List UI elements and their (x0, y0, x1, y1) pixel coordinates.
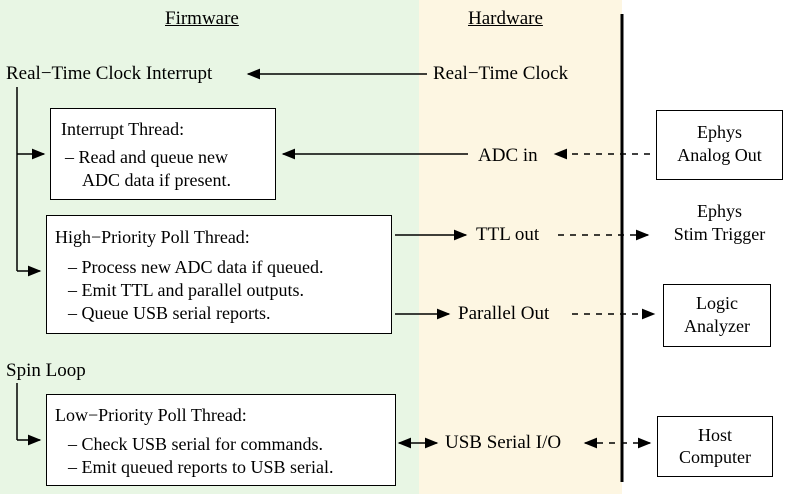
interrupt-thread-line: ADC data if present. (82, 170, 231, 190)
interrupt-thread-title: Interrupt Thread: (61, 119, 185, 139)
ephys-stim-label: Ephys Stim Trigger (656, 196, 783, 258)
low-priority-thread-line: – Emit queued reports to USB serial. (68, 457, 334, 477)
low-priority-thread-box: Low−Priority Poll Thread: – Check USB se… (46, 394, 396, 486)
interrupt-thread-box: Interrupt Thread: – Read and queue new A… (50, 108, 276, 200)
high-priority-thread-line: – Emit TTL and parallel outputs. (68, 280, 304, 300)
usb-serial-label: USB Serial I/O (445, 432, 562, 453)
adc-in-label: ADC in (478, 145, 538, 166)
spin-loop-label: Spin Loop (6, 360, 86, 381)
host-computer-line: Computer (679, 447, 751, 467)
rtc-label: Real−Time Clock (433, 63, 569, 84)
ttl-out-label: TTL out (476, 224, 540, 245)
ephys-stim-line: Ephys (697, 201, 742, 221)
logic-analyzer-box: Logic Analyzer (663, 284, 771, 347)
ephys-analog-line: Analog Out (677, 145, 762, 165)
ephys-stim-line: Stim Trigger (673, 224, 766, 244)
hardware-region (419, 0, 622, 494)
firmware-header: Firmware (165, 8, 239, 29)
interrupt-thread-line: – Read and queue new (65, 147, 228, 167)
high-priority-thread-title: High−Priority Poll Thread: (55, 227, 250, 247)
high-priority-thread-line: – Queue USB serial reports. (68, 303, 271, 323)
high-priority-thread-line: – Process new ADC data if queued. (68, 257, 324, 277)
low-priority-thread-line: – Check USB serial for commands. (68, 434, 323, 454)
logic-analyzer-line: Analyzer (684, 316, 750, 336)
host-computer-box: Host Computer (657, 416, 773, 477)
low-priority-thread-title: Low−Priority Poll Thread: (55, 405, 247, 425)
ephys-analog-line: Ephys (697, 122, 742, 142)
host-computer-line: Host (697, 425, 732, 445)
high-priority-thread-box: High−Priority Poll Thread: – Process new… (46, 215, 392, 334)
rtc-interrupt-label: Real−Time Clock Interrupt (6, 63, 213, 84)
hardware-header: Hardware (468, 8, 543, 29)
parallel-out-label: Parallel Out (458, 303, 550, 324)
logic-analyzer-line: Logic (696, 293, 738, 313)
ephys-analog-box: Ephys Analog Out (656, 110, 783, 180)
